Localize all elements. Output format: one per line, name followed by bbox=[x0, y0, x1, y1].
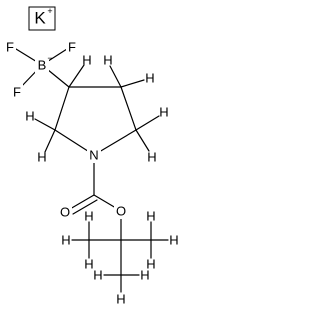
fluorine-atom-2: F bbox=[68, 40, 76, 55]
hydrogen-atom: H bbox=[103, 53, 112, 68]
atom-label-layer: B − F F F N O O H H H H H H H H H H H H … bbox=[4, 39, 179, 307]
fluorine-atom-1: F bbox=[6, 40, 14, 55]
carbonyl-oxygen-atom: O bbox=[60, 205, 70, 220]
bond-c3-h bbox=[68, 64, 85, 88]
hydrogen-atom: H bbox=[146, 209, 155, 224]
boron-atom: B bbox=[38, 58, 47, 73]
hydrogen-atom: H bbox=[37, 150, 46, 165]
hydrogen-atom: H bbox=[169, 233, 178, 248]
bond-c4-h-b bbox=[120, 79, 145, 88]
potassium-counterion: K + bbox=[28, 6, 56, 31]
hydrogen-atom: H bbox=[145, 71, 154, 86]
bond-c5-h-a bbox=[135, 115, 160, 131]
hydrogen-atom: H bbox=[147, 150, 156, 165]
nitrogen-atom: N bbox=[89, 148, 98, 163]
hydrogen-atom: H bbox=[25, 109, 34, 124]
potassium-charge: + bbox=[47, 6, 52, 16]
counterion-box bbox=[28, 6, 56, 31]
ester-oxygen-atom: O bbox=[116, 204, 126, 219]
potassium-symbol: K bbox=[34, 9, 46, 28]
hydrogen-atom: H bbox=[140, 268, 149, 283]
boron-charge: − bbox=[47, 53, 52, 63]
hydrogen-atom: H bbox=[61, 233, 70, 248]
hydrogen-atom: H bbox=[84, 257, 93, 272]
bond-carbonyl-o-double-2 bbox=[72, 199, 98, 215]
structural-formula: K + bbox=[4, 6, 179, 307]
hydrogen-atom: H bbox=[93, 268, 102, 283]
bond-c4-h-a bbox=[109, 65, 122, 88]
hydrogen-atom: H bbox=[159, 105, 168, 120]
fluorine-atom-3: F bbox=[13, 85, 21, 100]
hydrogen-atom: H bbox=[146, 257, 155, 272]
bond-c4-c5 bbox=[120, 86, 137, 131]
hydrogen-atom: H bbox=[82, 53, 91, 68]
bond-c5-h-b bbox=[135, 129, 150, 152]
bond-c2-h-a bbox=[34, 118, 56, 131]
hydrogen-atom: H bbox=[116, 292, 125, 307]
hydrogen-atom: H bbox=[84, 209, 93, 224]
bond-carbonyl-o-double-1 bbox=[69, 194, 95, 210]
bond-c2-c3 bbox=[54, 86, 70, 131]
bond-c2-h-b bbox=[44, 129, 56, 153]
